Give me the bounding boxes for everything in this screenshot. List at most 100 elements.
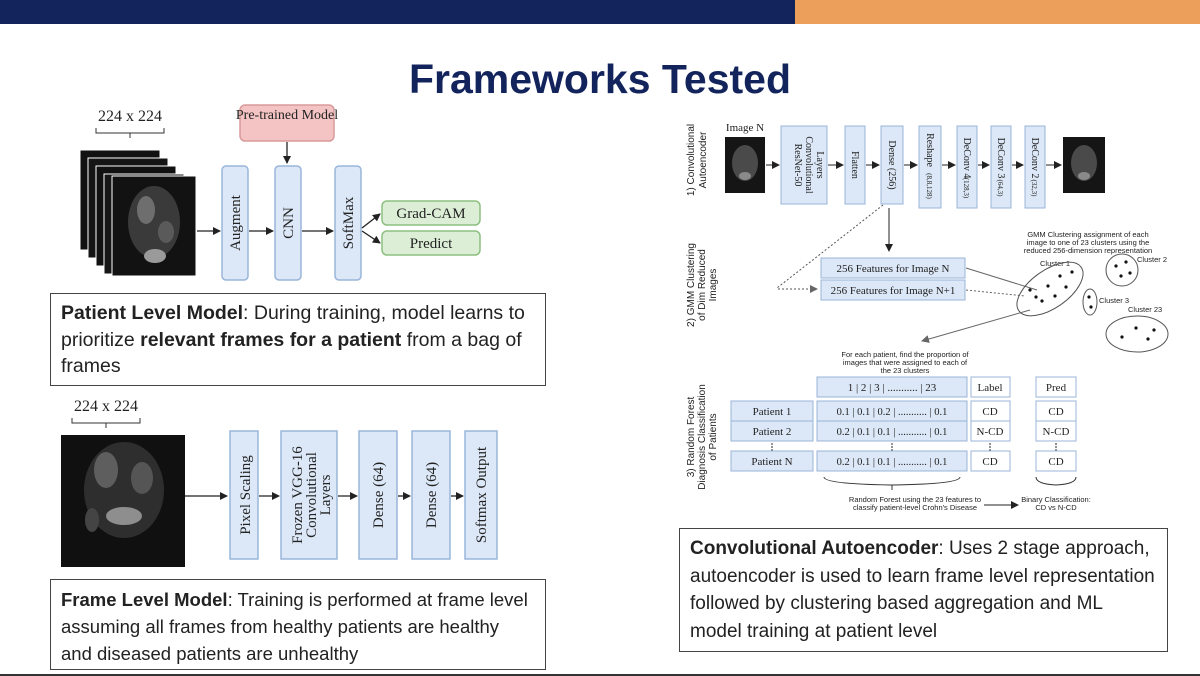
binary-note-line1: Binary Classification: bbox=[1021, 495, 1091, 504]
caption-heading: Convolutional Autoencoder bbox=[690, 538, 939, 559]
resnet-label-line3: Layers bbox=[814, 151, 825, 178]
dense64-label-2: Dense (64) bbox=[424, 462, 440, 528]
deconv2-block bbox=[1024, 125, 1046, 209]
frame-level-diagram: 224 x 224 Pixel Scaling Frozen VGG-16 Co… bbox=[61, 398, 498, 567]
gmm-note-line2: image to one of 23 clusters using the bbox=[1027, 238, 1150, 247]
dims-bracket bbox=[71, 418, 141, 428]
vgg16-block bbox=[280, 430, 338, 560]
label-header-box bbox=[970, 376, 1011, 398]
deconv3-dim-label: (64,3) bbox=[996, 180, 1004, 198]
stage2-label-line1: 2) GMM Clustering bbox=[686, 243, 697, 327]
caption-text: : During training, model learns to prior… bbox=[61, 302, 525, 351]
proportion-note-line1: For each patient, find the proportion of bbox=[841, 350, 969, 359]
pred-cell: CD bbox=[1048, 406, 1063, 418]
row-ellipsis-dots bbox=[771, 443, 1057, 451]
pred-header: Pred bbox=[1046, 382, 1067, 394]
stage3-label-line3: of Patients bbox=[708, 413, 719, 460]
dense256-label: Dense (256) bbox=[886, 140, 897, 189]
pred-cell: N-CD bbox=[1043, 426, 1070, 438]
patient-cell: Patient 1 bbox=[753, 406, 792, 418]
values-cell: 0.1 | 0.1 | 0.2 | ........... | 0.1 bbox=[837, 407, 948, 418]
autoencoder-diagram: 1) Convolutional Autoencoder Image N Res… bbox=[676, 117, 1172, 527]
mri-frame-image bbox=[61, 435, 185, 567]
cluster1-label: Cluster 1 bbox=[1040, 259, 1070, 268]
cluster23-label: Cluster 23 bbox=[1128, 305, 1162, 314]
caption-heading: Patient Level Model bbox=[61, 302, 244, 324]
caption-text: from a bag of frames bbox=[61, 328, 522, 378]
caption-emphasis: relevant frames for a patient bbox=[140, 328, 402, 351]
features-n-box bbox=[820, 257, 966, 279]
rf-note-line1: Random Forest using the 23 features to bbox=[849, 495, 981, 504]
table-row: Patient N 0.2 | 0.1 | 0.1 | ........... … bbox=[730, 450, 1077, 472]
gmm-note-line1: GMM Clustering assignment of each bbox=[1027, 230, 1148, 239]
reshape-label: Reshape bbox=[924, 133, 935, 167]
cluster2-label: Cluster 2 bbox=[1137, 255, 1167, 264]
flatten-block bbox=[844, 125, 866, 205]
softmax-output-block bbox=[464, 430, 498, 560]
caption-heading: Frame Level Model bbox=[61, 589, 228, 610]
caption-text: : Training is performed at frame level a… bbox=[61, 589, 528, 664]
table-row: Patient 1 0.1 | 0.1 | 0.2 | ........... … bbox=[730, 400, 1077, 422]
reshape-dim-label: (8,8,128) bbox=[925, 173, 933, 199]
cluster23-points bbox=[1120, 326, 1156, 341]
deconv2-label: DeConv 2 bbox=[1029, 138, 1040, 179]
header-bar-navy bbox=[0, 0, 795, 24]
frame-dims-label: 224 x 224 bbox=[74, 398, 138, 415]
binary-note-line2: CD vs N-CD bbox=[1035, 503, 1077, 512]
rf-note-line2: classify patient-level Crohn's Disease bbox=[853, 503, 977, 512]
cluster3-points bbox=[1087, 295, 1093, 309]
deconv3-label: DeConv 3 bbox=[995, 138, 1006, 179]
caption-text: : Uses 2 stage approach, autoencoder is … bbox=[690, 538, 1155, 642]
features-n1-connector bbox=[965, 289, 1026, 297]
label-cell: N-CD bbox=[977, 426, 1004, 438]
dims-bracket bbox=[95, 128, 165, 138]
predict-label: Predict bbox=[410, 236, 453, 252]
features-n1-box bbox=[820, 279, 966, 301]
reshape-block bbox=[918, 125, 942, 209]
proportion-note-line2: images that were assigned to each of bbox=[843, 358, 968, 367]
stage2-label-line3: Images bbox=[708, 269, 719, 302]
stage1-label-line2: Autoencoder bbox=[698, 131, 709, 188]
predict-block bbox=[381, 230, 481, 256]
cluster2-circle bbox=[1105, 253, 1139, 287]
gradcam-label: Grad-CAM bbox=[396, 206, 465, 222]
label-cell: CD bbox=[982, 406, 997, 418]
patient-cell: Patient 2 bbox=[753, 426, 792, 438]
values-cell: 0.2 | 0.1 | 0.1 | ........... | 0.1 bbox=[837, 427, 948, 438]
stage3-label-line1: 3) Random Forest bbox=[686, 396, 697, 477]
patient-dims-label: 224 x 224 bbox=[98, 108, 162, 125]
header-bar-orange bbox=[795, 0, 1200, 24]
resnet50-block bbox=[780, 125, 828, 205]
image-n-label: Image N bbox=[726, 122, 764, 134]
stage1-label-line1: 1) Convolutional bbox=[686, 124, 697, 196]
features-n1-label: 256 Features for Image N+1 bbox=[831, 285, 956, 297]
label-header: Label bbox=[977, 382, 1002, 394]
cluster3-ellipse bbox=[1082, 288, 1098, 316]
deconv3-block bbox=[990, 125, 1012, 209]
feature-header-box bbox=[816, 376, 968, 398]
cluster2-points bbox=[1114, 260, 1132, 278]
resnet-label-line1: ResNet-50 bbox=[792, 144, 803, 187]
pretrained-model-block bbox=[239, 104, 335, 142]
pred-brace bbox=[1035, 476, 1077, 486]
dense64-block-2 bbox=[411, 430, 451, 560]
cnn-label: CNN bbox=[281, 207, 297, 239]
augment-label: Augment bbox=[228, 194, 244, 251]
gradcam-block bbox=[381, 200, 481, 226]
cluster3-label: Cluster 3 bbox=[1099, 296, 1129, 305]
autoencoder-caption: Convolutional Autoencoder: Uses 2 stage … bbox=[679, 528, 1168, 652]
mri-frame-stack bbox=[79, 149, 197, 277]
pred-header-box bbox=[1035, 376, 1077, 398]
reconstructed-image-thumb bbox=[1063, 137, 1105, 193]
stage2-label-line2: of Dim Reduced bbox=[697, 249, 708, 321]
softmax-label: SoftMax bbox=[341, 196, 357, 249]
stage3-label-line2: Diagnosis Classification bbox=[697, 384, 708, 490]
deconv4-block bbox=[956, 125, 978, 209]
pixel-scaling-block bbox=[229, 430, 259, 560]
pred-cell: CD bbox=[1048, 456, 1063, 468]
cnn-block bbox=[274, 165, 302, 281]
resnet-label-line2: Convolutional bbox=[803, 136, 814, 193]
input-image-thumb bbox=[725, 137, 765, 193]
cluster1-ellipse bbox=[1016, 261, 1084, 317]
